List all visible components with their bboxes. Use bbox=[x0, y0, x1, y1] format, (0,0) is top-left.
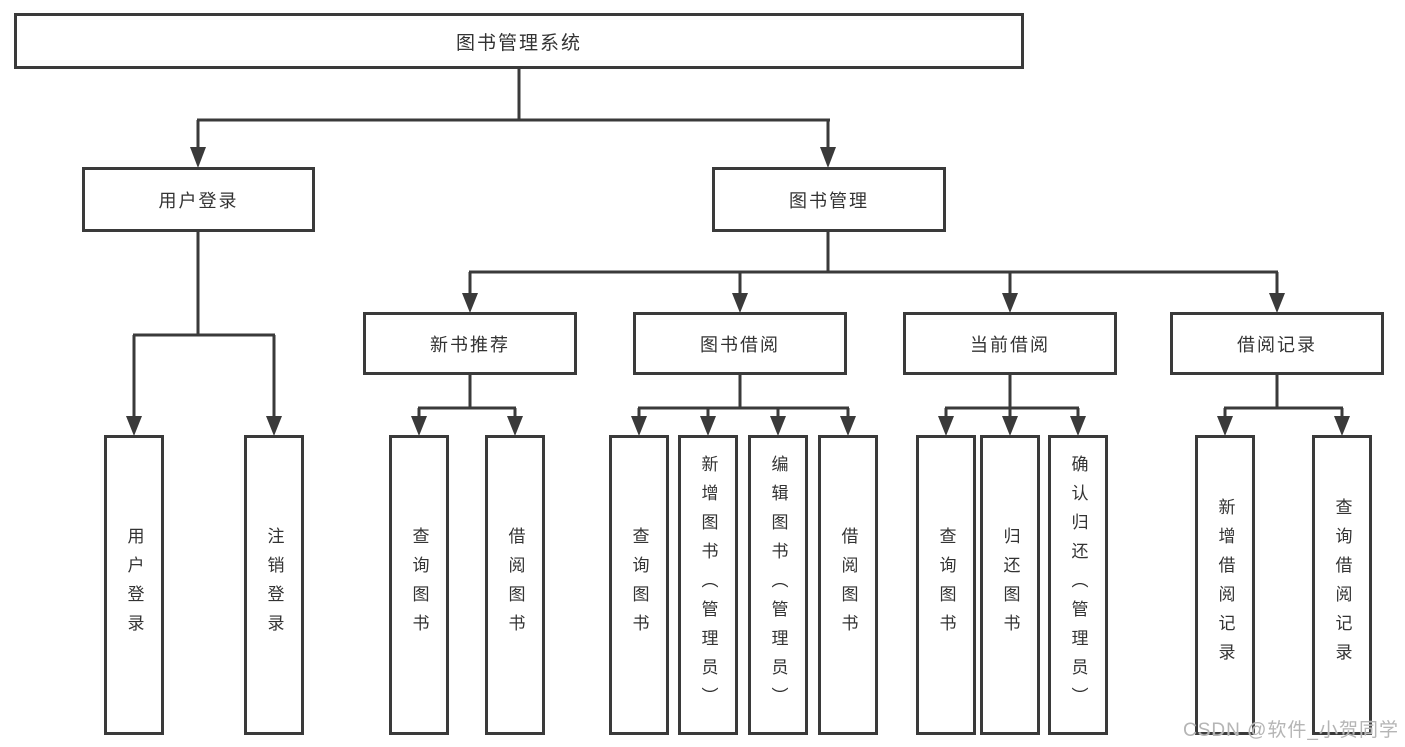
leaf-add-borrow-record: 新增借阅记录 bbox=[1195, 435, 1255, 735]
node-current-borrowing: 当前借阅 bbox=[903, 312, 1117, 375]
arrowhead-icon bbox=[938, 416, 954, 436]
arrowhead-icon bbox=[1002, 293, 1018, 313]
node-label: 图书管理 bbox=[789, 190, 869, 211]
arrowhead-icon bbox=[631, 416, 647, 436]
node-label: 查询借阅记录 bbox=[1332, 498, 1352, 672]
node-label: 图书管理系统 bbox=[455, 32, 582, 54]
node-label: 图书借阅 bbox=[700, 334, 780, 355]
leaf-borrow-books-1: 借阅图书 bbox=[485, 435, 545, 735]
node-library-management-system: 图书管理系统 bbox=[14, 13, 1024, 69]
node-label: 用户登录 bbox=[124, 527, 144, 643]
leaf-return-books: 归还图书 bbox=[980, 435, 1040, 735]
node-label: 借阅图书 bbox=[838, 527, 858, 643]
node-label: 归还图书 bbox=[1000, 527, 1020, 643]
node-label: 借阅记录 bbox=[1237, 334, 1317, 355]
leaf-user-login: 用户登录 bbox=[104, 435, 164, 735]
arrowhead-icon bbox=[1217, 416, 1233, 436]
arrowhead-icon bbox=[1269, 293, 1285, 313]
leaf-query-borrow-record: 查询借阅记录 bbox=[1312, 435, 1372, 735]
node-new-book-recommend: 新书推荐 bbox=[363, 312, 577, 375]
leaf-confirm-return-admin: 确认归还（管理员） bbox=[1048, 435, 1108, 735]
arrowhead-icon bbox=[190, 147, 206, 168]
arrowhead-icon bbox=[820, 147, 836, 168]
node-label: 新书推荐 bbox=[430, 334, 510, 355]
node-label: 确认归还（管理员） bbox=[1068, 454, 1088, 716]
leaf-edit-books-admin: 编辑图书（管理员） bbox=[748, 435, 808, 735]
node-user-login: 用户登录 bbox=[82, 167, 315, 232]
node-label: 查询图书 bbox=[629, 527, 649, 643]
node-label: 编辑图书（管理员） bbox=[768, 454, 788, 716]
watermark: CSDN @软件_小贺同学 bbox=[1183, 720, 1399, 741]
arrowhead-icon bbox=[1070, 416, 1086, 436]
node-label: 当前借阅 bbox=[970, 334, 1050, 355]
node-borrowing-records: 借阅记录 bbox=[1170, 312, 1384, 375]
leaf-borrow-books-2: 借阅图书 bbox=[818, 435, 878, 735]
arrowhead-icon bbox=[700, 416, 716, 436]
arrowhead-icon bbox=[507, 416, 523, 436]
node-label: 注销登录 bbox=[264, 527, 284, 643]
leaf-query-books-2: 查询图书 bbox=[609, 435, 669, 735]
leaf-query-books-3: 查询图书 bbox=[916, 435, 976, 735]
node-book-borrowing: 图书借阅 bbox=[633, 312, 847, 375]
node-label: 新增图书（管理员） bbox=[698, 454, 718, 716]
leaf-query-books-1: 查询图书 bbox=[389, 435, 449, 735]
leaf-logout: 注销登录 bbox=[244, 435, 304, 735]
node-label: 借阅图书 bbox=[505, 527, 525, 643]
leaf-add-books-admin: 新增图书（管理员） bbox=[678, 435, 738, 735]
node-label: 查询图书 bbox=[936, 527, 956, 643]
arrowhead-icon bbox=[840, 416, 856, 436]
arrowhead-icon bbox=[732, 293, 748, 313]
node-book-management: 图书管理 bbox=[712, 167, 946, 232]
arrowhead-icon bbox=[462, 293, 478, 313]
node-label: 用户登录 bbox=[158, 190, 239, 211]
node-label: 查询图书 bbox=[409, 527, 429, 643]
arrowhead-icon bbox=[1334, 416, 1350, 436]
arrowhead-icon bbox=[126, 416, 142, 436]
arrowhead-icon bbox=[1002, 416, 1018, 436]
arrowhead-icon bbox=[411, 416, 427, 436]
arrowhead-icon bbox=[770, 416, 786, 436]
arrowhead-icon bbox=[266, 416, 282, 436]
node-label: 新增借阅记录 bbox=[1215, 498, 1235, 672]
